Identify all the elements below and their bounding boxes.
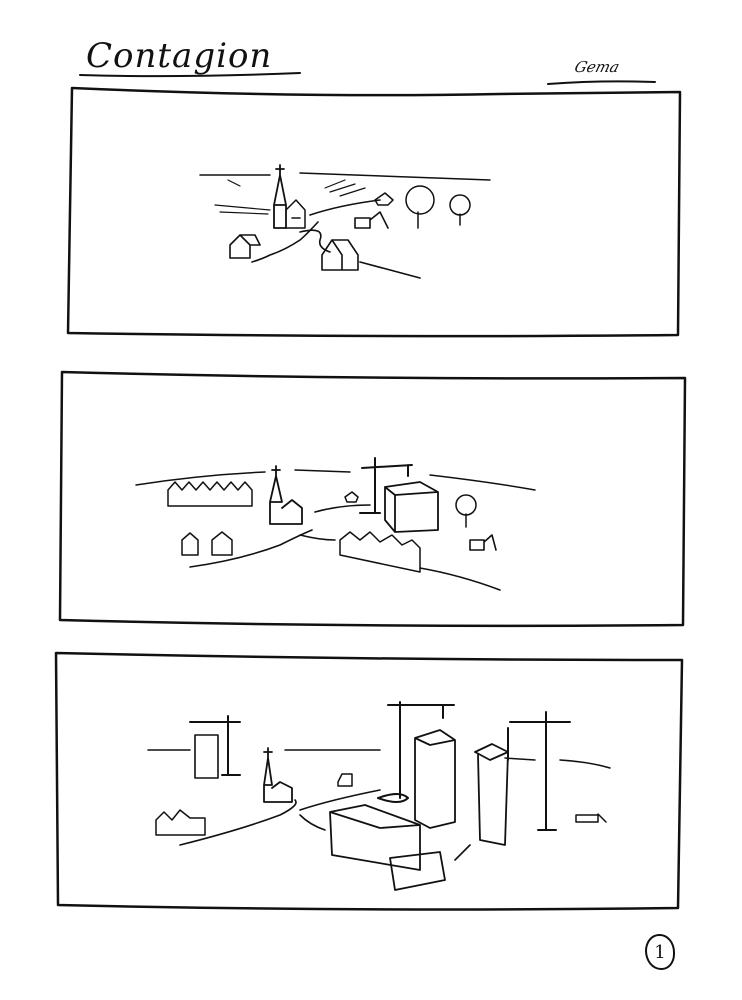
houses-icon (155, 809, 206, 836)
crane-icon (359, 457, 413, 514)
car-icon (337, 773, 353, 787)
church-icon (263, 747, 293, 803)
excavator-icon (575, 813, 607, 823)
tree-icon (405, 185, 435, 229)
excavator-icon (354, 211, 389, 229)
panel-2 (58, 370, 687, 628)
tree-icon (449, 194, 471, 226)
signature-underline (547, 80, 656, 85)
crane-icon (377, 701, 455, 803)
row-houses-icon (167, 481, 253, 507)
crane-icon (507, 711, 571, 831)
houses-row-icon (339, 531, 421, 573)
low-rise-block-icon (389, 851, 446, 891)
church-icon (269, 465, 303, 525)
page-title: Contagion (86, 36, 273, 76)
title-underline (79, 72, 301, 78)
tower-icon (194, 734, 219, 779)
house-icon (211, 531, 233, 556)
house-icon (229, 234, 261, 259)
tree-icon (455, 494, 477, 528)
panel-1 (66, 86, 682, 338)
apartment-building-icon (384, 481, 439, 533)
crane-icon (189, 715, 241, 776)
high-rise-icon (474, 743, 509, 846)
panel-3 (54, 651, 684, 911)
church-icon (273, 164, 306, 229)
excavator-icon (469, 534, 497, 551)
house-icon (181, 532, 199, 556)
low-rise-block-icon (329, 804, 421, 871)
page-number-badge: 1 (645, 934, 675, 970)
house-icon (321, 239, 359, 271)
high-rise-icon (414, 729, 456, 829)
